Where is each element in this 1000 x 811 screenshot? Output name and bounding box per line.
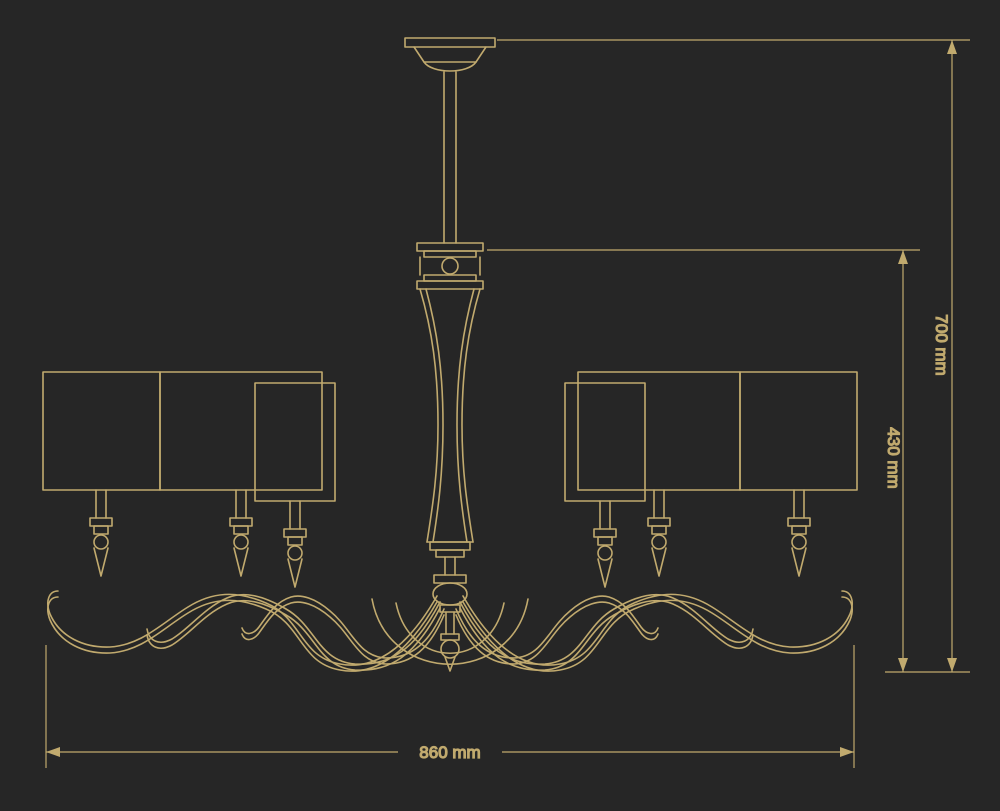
right-arm-cluster bbox=[456, 372, 857, 671]
suspension-rod bbox=[443, 71, 457, 244]
column-vase bbox=[419, 288, 481, 543]
dimension-width: 860 mm bbox=[45, 645, 855, 768]
capital bbox=[416, 242, 484, 290]
column-foot bbox=[429, 541, 471, 576]
dimension-annotations: 700 mm 430 mm 860 mm bbox=[45, 39, 970, 768]
arrowhead-left bbox=[46, 747, 60, 757]
chandelier-drawing bbox=[43, 37, 857, 671]
left-arm-cluster bbox=[43, 372, 444, 671]
total-height-label: 700 mm bbox=[932, 314, 951, 375]
arrowhead-down bbox=[898, 658, 908, 672]
arrowhead-right bbox=[840, 747, 854, 757]
width-label: 860 mm bbox=[419, 743, 480, 762]
arrowhead-down bbox=[947, 658, 957, 672]
under-hub-sweeps bbox=[371, 598, 529, 666]
arrowhead-up bbox=[947, 40, 957, 54]
ceiling-canopy bbox=[404, 37, 496, 72]
arrowhead-up bbox=[898, 250, 908, 264]
dimension-total-height: 700 mm bbox=[497, 39, 970, 673]
dimension-body-height: 430 mm bbox=[487, 249, 920, 672]
body-height-label: 430 mm bbox=[884, 427, 903, 488]
